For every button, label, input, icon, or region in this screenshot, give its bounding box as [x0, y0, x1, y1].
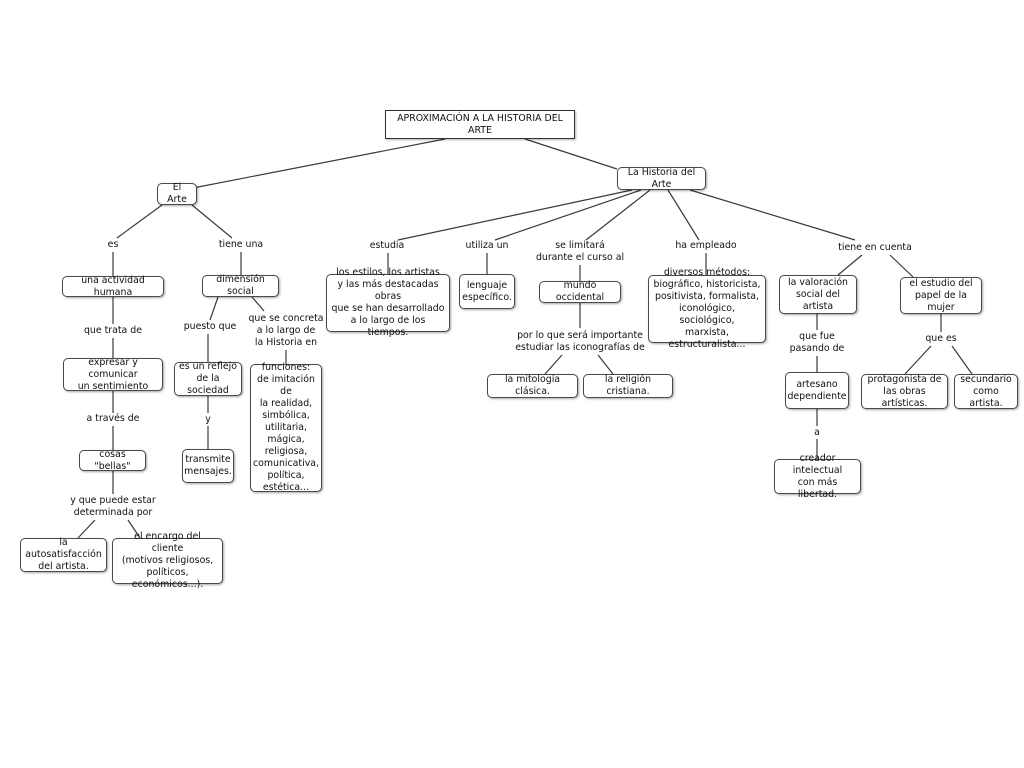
node-encargo[interactable]: el encargo del cliente (motivos religios…: [112, 531, 223, 590]
node-cosas-bellas[interactable]: cosas "bellas": [79, 449, 146, 472]
link-a: a: [814, 427, 820, 438]
node-estilos[interactable]: los estilos, los artistas y las más dest…: [326, 267, 450, 338]
node-dimension-social[interactable]: dimensión social: [202, 274, 279, 297]
edge-historia-empleado: [667, 189, 700, 241]
node-estudio-mujer[interactable]: el estudio del papel de la mujer: [900, 277, 982, 314]
link-que-trata-de: que trata de: [83, 325, 143, 336]
node-metodos[interactable]: diversos métodos: biográfico, historicis…: [648, 267, 766, 350]
edge-el-arte-es: [116, 204, 163, 239]
edge-que-es-protagonista: [904, 345, 932, 375]
edge-historia-limitara: [585, 189, 651, 241]
link-tiene-en-cuenta: tiene en cuenta: [838, 242, 912, 253]
node-lenguaje[interactable]: lenguaje específico.: [459, 274, 515, 309]
edge-importante-religion: [597, 354, 614, 375]
link-se-limitara: se limitará durante el curso al: [535, 240, 625, 263]
node-valoracion[interactable]: la valoración social del artista: [779, 275, 857, 314]
link-que-fue: que fue pasando de: [789, 331, 845, 354]
node-expresar[interactable]: expresar y comunicar un sentimiento: [63, 357, 163, 392]
node-transmite[interactable]: transmite mensajes.: [182, 449, 234, 483]
node-autosatisfaccion[interactable]: la autosatisfacción del artista.: [20, 537, 107, 572]
edge-tiene-valoracion: [837, 254, 863, 276]
node-reflejo[interactable]: es un reflejo de la sociedad: [174, 361, 242, 396]
link-concreta: que se concreta a lo largo de la Histori…: [248, 313, 324, 348]
node-actividad-humana[interactable]: una actividad humana: [62, 275, 164, 298]
edge-importante-mitologia: [544, 354, 563, 375]
node-funciones[interactable]: funciones: de imitación de la realidad, …: [250, 362, 322, 493]
link-que-es: que es: [925, 333, 957, 344]
link-ha-empleado: ha empleado: [675, 240, 737, 251]
node-el-arte[interactable]: El Arte: [157, 182, 197, 205]
link-tiene-una: tiene una: [218, 239, 264, 250]
node-artesano[interactable]: artesano dependiente: [785, 372, 849, 409]
edge-puede-encargo: [127, 519, 141, 539]
edge-root-historia: [524, 138, 618, 170]
node-mitologia[interactable]: la mitología clásica.: [487, 374, 578, 398]
edge-historia-utiliza: [494, 189, 642, 241]
edge-el-arte-tiene-una: [191, 204, 233, 239]
node-religion[interactable]: la religión cristiana.: [583, 374, 673, 398]
link-y: y: [205, 414, 211, 425]
edge-historia-estudia: [397, 189, 633, 241]
edge-dimension-puesto: [209, 296, 219, 321]
edge-tiene-mujer: [889, 254, 914, 278]
edge-historia-tiene-cuenta: [689, 189, 856, 241]
link-utiliza-un: utiliza un: [465, 240, 509, 251]
link-a-traves-de: a través de: [86, 413, 140, 424]
node-protagonista[interactable]: protagonista de las obras artísticas.: [861, 374, 948, 409]
link-estudia: estudia: [369, 240, 405, 251]
link-es: es: [107, 239, 119, 250]
link-puede-estar: y que puede estar determinada por: [70, 495, 156, 518]
edge-dimension-concreta: [251, 296, 265, 312]
node-la-historia-del-arte[interactable]: La Historia del Arte: [617, 167, 706, 190]
root-node[interactable]: APROXIMACIÓN A LA HISTORIA DEL ARTE: [385, 110, 575, 139]
node-mundo-occidental[interactable]: mundo occidental: [539, 280, 621, 303]
edge-que-es-secundario: [951, 345, 973, 375]
edge-puede-autosatisfaccion: [77, 519, 96, 539]
node-secundario[interactable]: secundario como artista.: [954, 374, 1018, 409]
edge-root-el-arte: [192, 138, 446, 189]
node-creador[interactable]: creador intelectual con más libertad.: [774, 453, 861, 500]
link-importante: por lo que será importante estudiar las …: [515, 330, 645, 353]
link-puesto-que: puesto que: [183, 321, 237, 332]
